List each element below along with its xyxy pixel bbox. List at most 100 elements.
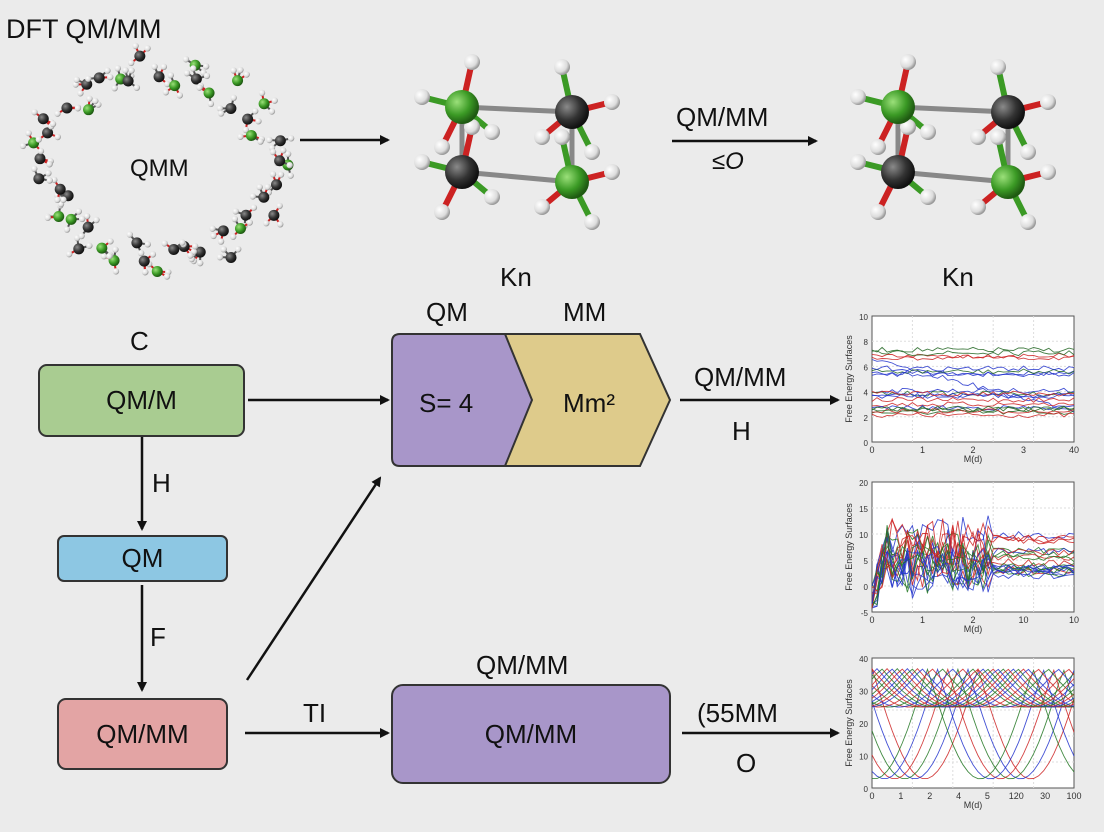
plot-series-line	[871, 667, 1075, 780]
cluster-atom	[37, 113, 49, 125]
cluster-atom	[274, 135, 286, 147]
cluster-hydrogen	[216, 105, 224, 112]
cluster-atom	[33, 173, 45, 185]
cluster-hydrogen	[230, 94, 237, 102]
cluster-hydrogen	[277, 171, 285, 178]
cluster-hydrogen	[268, 108, 276, 115]
cluster-hydrogen	[179, 239, 186, 246]
molecule-atom	[445, 90, 479, 124]
molecule-hydrogen	[920, 124, 936, 140]
cluster-hydrogen	[187, 252, 194, 259]
plot-xtick: 10	[1069, 615, 1079, 625]
plot-xtick: 120	[1009, 791, 1024, 801]
plot-ytick: 10	[859, 753, 868, 762]
cluster-atom	[258, 98, 270, 110]
cluster-hydrogen	[144, 45, 151, 52]
cluster-atom	[65, 213, 77, 225]
cluster-hydrogen	[246, 219, 253, 226]
cluster-hydrogen	[189, 65, 197, 72]
plot-ytick: 20	[859, 479, 868, 488]
plot-series-line	[871, 393, 1075, 399]
plot-xtick: 3	[1021, 445, 1026, 455]
molecule-2-caption: Kn	[942, 262, 974, 292]
plot-series-line	[871, 668, 1075, 708]
plot-series-line	[871, 668, 1075, 708]
cluster-hydrogen	[151, 63, 158, 70]
qm-mm-box-red: QM/MM	[57, 698, 228, 770]
plot-series-line	[871, 350, 1075, 357]
cluster-hydrogen	[217, 110, 225, 117]
cluster-hydrogen	[256, 183, 263, 191]
molecule-hydrogen	[554, 129, 570, 145]
plot-series-line	[871, 535, 1075, 609]
molecule-atom	[991, 95, 1025, 129]
plot-ytick: 20	[859, 720, 868, 729]
cluster-hydrogen	[122, 67, 129, 74]
cluster-hydrogen	[163, 273, 171, 280]
cluster-hydrogen	[183, 69, 191, 77]
cluster-hydrogen	[133, 84, 141, 91]
plot-series-line	[871, 401, 1075, 408]
plot-frame	[871, 315, 1075, 443]
plot-ytick: 15	[859, 505, 868, 514]
cluster-hydrogen	[284, 150, 292, 158]
cluster-hydrogen	[104, 67, 111, 74]
cluster-hydrogen	[144, 241, 152, 248]
cluster-hydrogen	[127, 59, 135, 67]
cluster-hydrogen	[46, 177, 53, 184]
diagram-title: DFT QM/MM	[6, 14, 162, 44]
plot-ytick: 10	[859, 531, 868, 540]
molecule-hydrogen	[970, 129, 986, 145]
plot-series-line	[871, 354, 1075, 361]
plot-series-line	[871, 530, 1075, 592]
cluster-atom	[242, 113, 254, 125]
molecule-bond	[897, 169, 1009, 185]
cluster-hydrogen	[149, 251, 157, 258]
plot-xtick: 30	[1040, 791, 1050, 801]
plot-frame	[871, 657, 1075, 789]
molecule-hydrogen	[484, 189, 500, 205]
cluster-hydrogen	[31, 165, 38, 172]
cluster-hydrogen	[237, 66, 244, 74]
molecule-hydrogen	[870, 204, 886, 220]
plot-series-line	[871, 668, 1075, 708]
cluster-atom	[190, 73, 202, 85]
cluster-hydrogen	[231, 215, 239, 223]
cluster-atom	[271, 179, 283, 191]
cluster-hydrogen	[217, 238, 225, 245]
cluster-atom	[82, 221, 94, 233]
molecule-bond	[461, 104, 573, 115]
plot-series-line	[871, 365, 1075, 372]
cluster-atom	[122, 75, 134, 87]
plot-ylabel: Free Energy Surfaces	[844, 679, 854, 767]
plot-series-line	[871, 550, 1075, 604]
cluster-atom	[169, 80, 181, 92]
cluster-hydrogen	[202, 63, 210, 70]
molecule-hydrogen	[534, 129, 550, 145]
qm-m-box: QM/M	[38, 364, 245, 437]
molecule-hydrogen	[1040, 94, 1056, 110]
qm-m-box-text: QM/M	[106, 385, 177, 415]
plot-series-line	[871, 370, 1075, 377]
cluster-hydrogen	[54, 133, 61, 141]
plot-xtick: 100	[1066, 791, 1081, 801]
molecule-hydrogen	[1020, 214, 1036, 230]
molecule-atom	[881, 90, 915, 124]
arrow-red-to-combo	[245, 476, 382, 681]
cluster-atom	[153, 71, 165, 83]
molecule-hydrogen	[584, 214, 600, 230]
cluster-hydrogen	[249, 193, 257, 200]
plot-xtick: 1	[898, 791, 903, 801]
molecule-hydrogen	[900, 119, 916, 135]
cluster-hydrogen	[264, 183, 271, 191]
cluster-hydrogen	[132, 42, 139, 50]
plot-series-line	[871, 406, 1075, 413]
plot-series-line	[871, 668, 1075, 708]
cluster-atom	[96, 242, 108, 254]
plot-series-line	[871, 549, 1075, 609]
cluster-atom	[151, 265, 163, 277]
molecule-hydrogen	[604, 94, 620, 110]
cluster-hydrogen	[78, 215, 86, 223]
plot-series-line	[871, 525, 1075, 609]
cluster-hydrogen	[266, 136, 273, 144]
